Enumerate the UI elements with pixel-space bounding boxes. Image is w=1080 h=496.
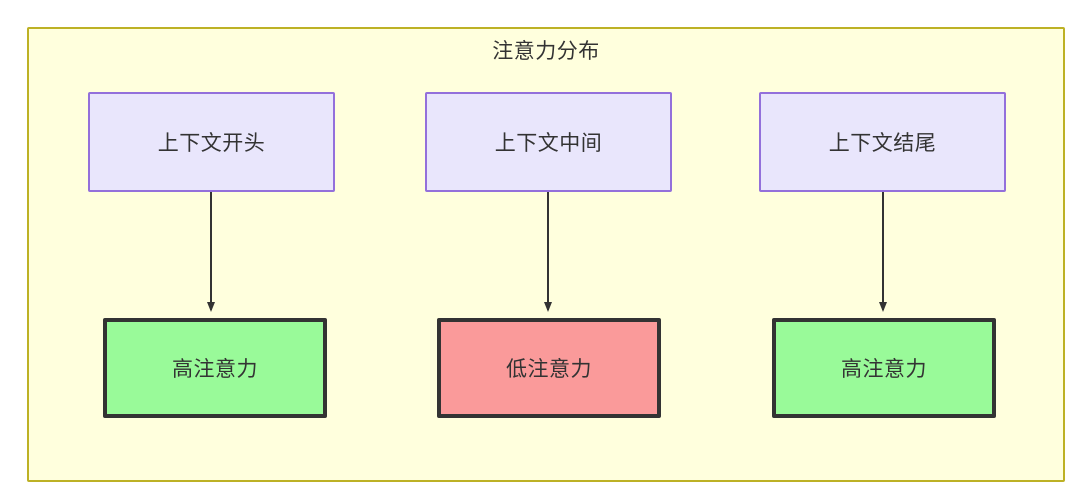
node-context-middle[interactable]: 上下文中间 [425,92,672,192]
node-context-end[interactable]: 上下文结尾 [759,92,1006,192]
node-attention-low-middle[interactable]: 低注意力 [437,318,661,418]
node-attention-low-middle-label: 低注意力 [506,358,592,381]
node-context-start[interactable]: 上下文开头 [88,92,335,192]
page-title: 注意力分布 [492,40,600,63]
node-attention-high-end[interactable]: 高注意力 [772,318,996,418]
node-attention-high-start[interactable]: 高注意力 [103,318,327,418]
node-context-start-label: 上下文开头 [157,132,266,155]
node-context-middle-label: 上下文中间 [494,132,603,155]
node-attention-high-start-label: 高注意力 [172,358,258,381]
node-context-end-label: 上下文结尾 [828,132,937,155]
node-attention-high-end-label: 高注意力 [841,358,927,381]
